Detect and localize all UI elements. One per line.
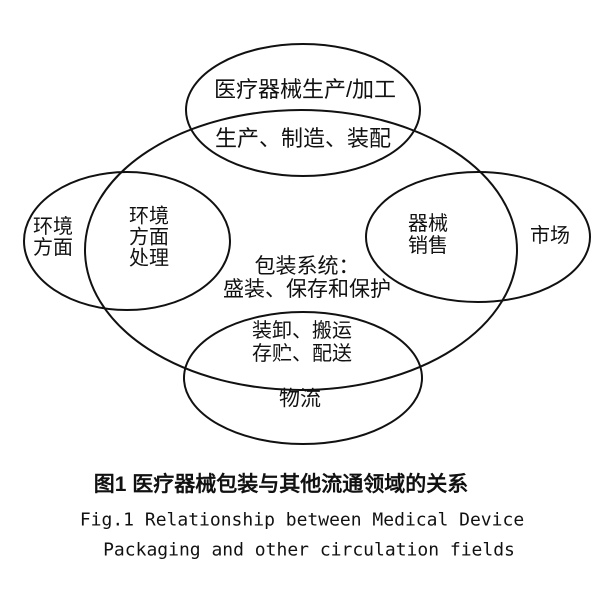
- environment-ellipse: [23, 171, 231, 311]
- figure-caption-chinese: 图1 医疗器械包装与其他流通领域的关系: [93, 473, 469, 496]
- logistics-overlap-label: 装卸、搬运 存贮、配送: [252, 320, 352, 365]
- logistics-outer-label: 物流: [279, 387, 321, 411]
- production-overlap-label: 生产、制造、装配: [214, 126, 392, 152]
- packaging-system-ellipse: [84, 109, 518, 391]
- market-ellipse: [365, 171, 591, 303]
- production-ellipse-title: 医疗器械生产/加工: [213, 77, 397, 103]
- figure-caption-english-line1: Fig.1 Relationship between Medical Devic…: [79, 509, 525, 531]
- environment-overlap-label: 环境 方面 处理: [129, 205, 169, 270]
- device-sales-overlap-label: 器械 销售: [408, 213, 448, 257]
- packaging-system-center-label: 包装系统： 盛装、保存和保护: [223, 255, 391, 301]
- environment-outer-label: 环境 方面: [33, 216, 73, 259]
- market-outer-label: 市场: [530, 225, 570, 248]
- production-ellipse: [185, 43, 421, 177]
- figure-caption-english-line2: Packaging and other circulation fields: [103, 539, 515, 561]
- logistics-ellipse: [183, 311, 423, 445]
